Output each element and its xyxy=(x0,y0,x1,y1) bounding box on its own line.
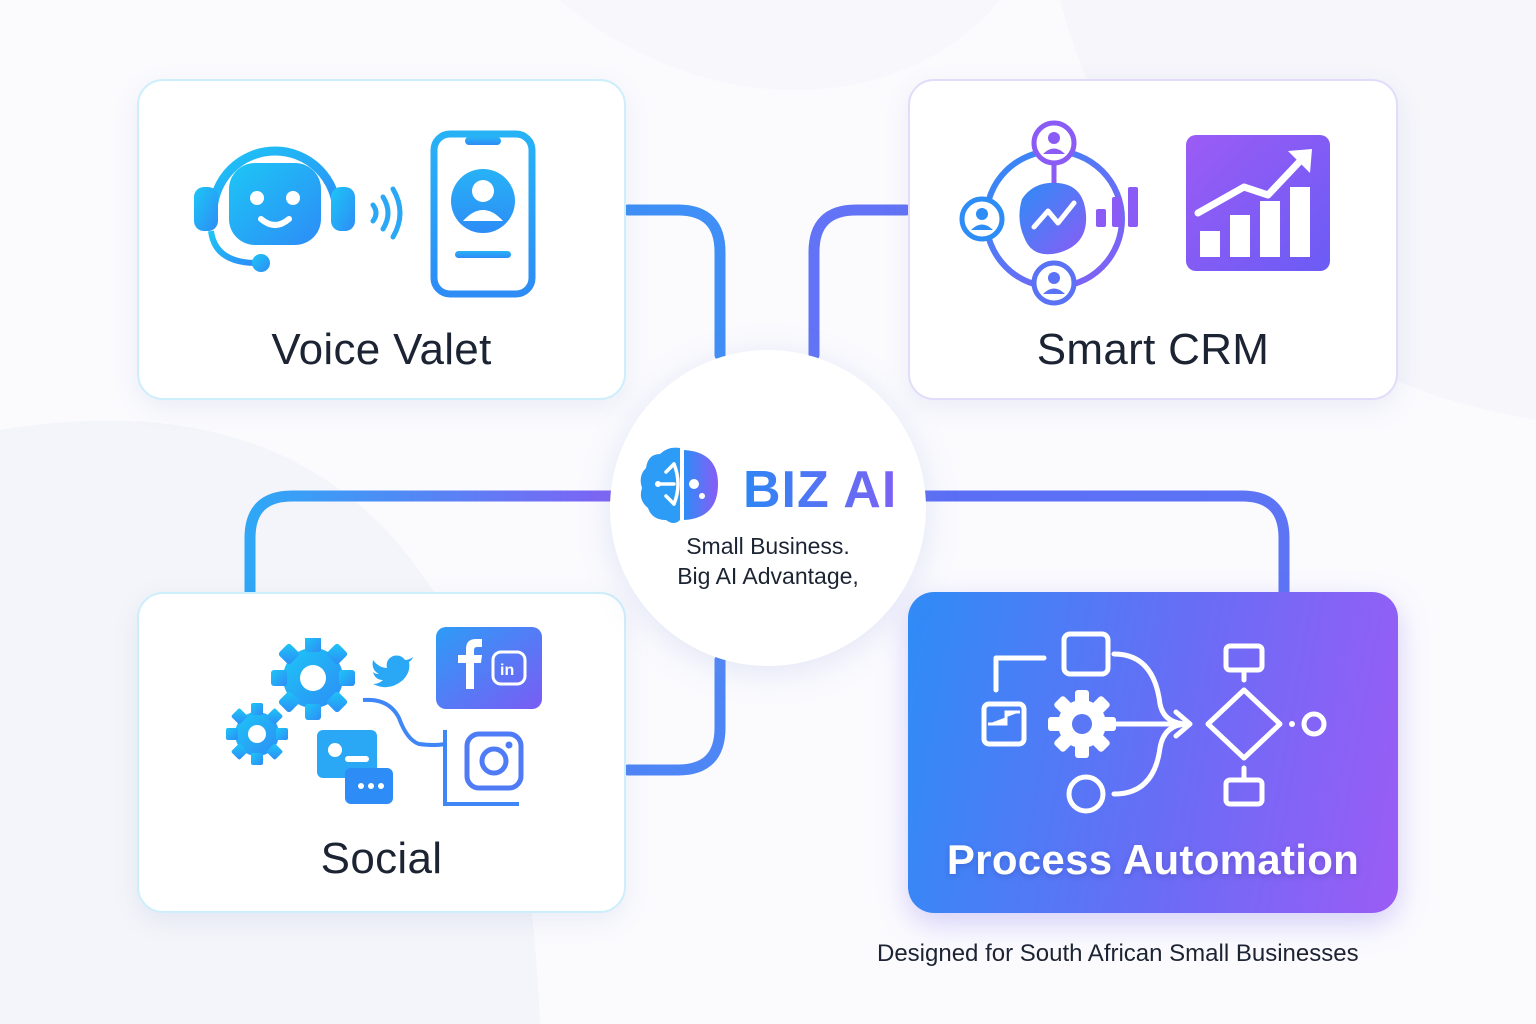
footer-note: Designed for South African Small Busines… xyxy=(877,940,1359,967)
connector-voice xyxy=(622,204,726,361)
hub-tagline-line1: Small Business. xyxy=(686,533,850,559)
connector-crm xyxy=(808,204,912,361)
hub-tagline-line2: Big AI Advantage, xyxy=(677,563,859,589)
bar-chart-icon xyxy=(1096,187,1138,227)
social-label: Social xyxy=(320,834,443,883)
connector-social-bottom xyxy=(622,654,726,776)
svg-text:in: in xyxy=(500,662,514,679)
facebook-icon xyxy=(436,627,542,709)
robot-headset-icon xyxy=(194,146,355,272)
gear-icon xyxy=(226,638,355,765)
hub-title: BIZ AI xyxy=(743,461,898,519)
connector-social-top xyxy=(244,490,616,598)
connector-process xyxy=(920,490,1290,598)
linkedin-icon: in xyxy=(491,650,527,686)
smartphone-contact-icon xyxy=(430,130,536,298)
chat-bubble-icon xyxy=(317,730,393,804)
voice-valet-label: Voice Valet xyxy=(271,325,492,374)
workflow-diagram-icon xyxy=(981,631,1327,814)
sound-waves-icon xyxy=(370,186,403,240)
brain-ai-icon xyxy=(640,447,718,523)
process-automation-label: Process Automation xyxy=(946,836,1360,883)
voice-valet-card[interactable]: Voice Valet xyxy=(137,79,626,400)
smart-crm-card[interactable]: Smart CRM xyxy=(908,79,1398,400)
growth-chart-icon xyxy=(1186,135,1330,271)
process-automation-card[interactable]: Process Automation xyxy=(908,592,1398,913)
smart-crm-label: Smart CRM xyxy=(1036,325,1270,374)
instagram-icon xyxy=(362,697,524,806)
social-card[interactable]: in Social xyxy=(137,592,626,913)
twitter-icon xyxy=(372,655,413,688)
biz-ai-hub[interactable]: BIZ AI Small Business. Big AI Advantage, xyxy=(610,350,926,666)
